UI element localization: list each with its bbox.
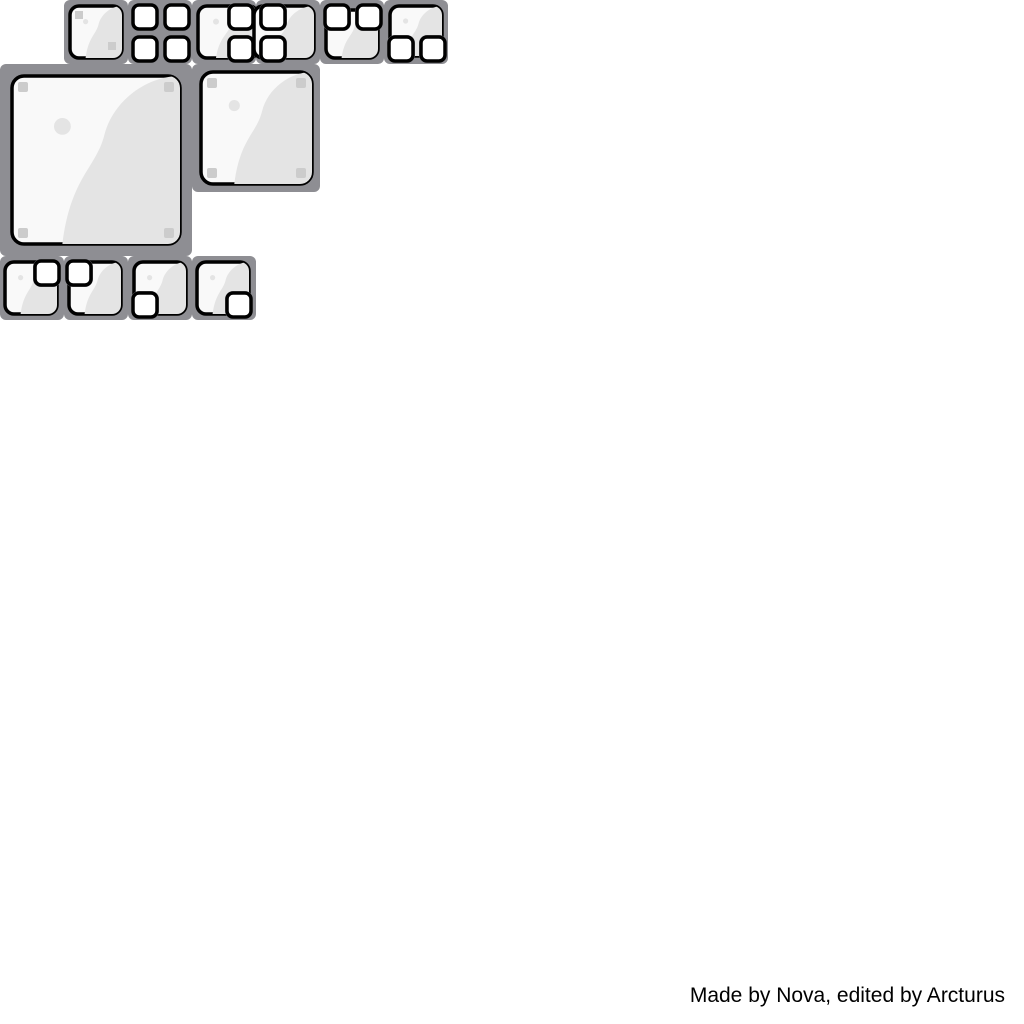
shade-spot bbox=[54, 118, 71, 135]
shade-blob bbox=[84, 262, 121, 314]
small-block bbox=[131, 35, 159, 63]
small-block bbox=[163, 35, 191, 63]
rivet bbox=[207, 168, 217, 178]
small-block bbox=[419, 35, 447, 63]
credit-text: Made by Nova, edited by Arcturus bbox=[689, 984, 1005, 1007]
tile-corner-bottom-left bbox=[128, 256, 192, 320]
tile-top-with-bottom-smalls bbox=[384, 0, 448, 64]
small-block bbox=[131, 291, 159, 319]
tile-medium bbox=[192, 64, 320, 192]
small-block bbox=[131, 3, 159, 31]
rivet bbox=[207, 78, 217, 88]
rivet bbox=[296, 168, 306, 178]
small-block bbox=[387, 35, 415, 63]
rivet bbox=[296, 78, 306, 88]
tile-single bbox=[64, 0, 128, 64]
tile-large bbox=[0, 64, 192, 256]
rivet bbox=[75, 11, 83, 19]
tile-corner-top-right bbox=[0, 256, 64, 320]
small-block bbox=[65, 259, 93, 287]
small-block bbox=[259, 35, 287, 63]
tile-left-with-right-smalls bbox=[192, 0, 260, 64]
tile-four-small bbox=[128, 0, 192, 64]
small-block bbox=[355, 3, 383, 31]
small-block bbox=[163, 3, 191, 31]
shade-spot bbox=[147, 275, 153, 281]
small-block bbox=[323, 3, 351, 31]
tile-bottom-with-top-smalls bbox=[320, 0, 384, 64]
shade-spot bbox=[228, 100, 240, 112]
small-block bbox=[227, 3, 255, 31]
shade-spot bbox=[18, 275, 24, 281]
shade-blob bbox=[62, 76, 180, 244]
small-block bbox=[225, 291, 253, 319]
tile-corner-bottom-right bbox=[192, 256, 256, 320]
rivet bbox=[108, 42, 116, 50]
rivet bbox=[164, 82, 174, 92]
rivet bbox=[164, 228, 174, 238]
shade-spot bbox=[213, 18, 219, 25]
small-block bbox=[227, 35, 255, 63]
shade-spot bbox=[83, 19, 89, 25]
rivet bbox=[18, 228, 28, 238]
shade-spot bbox=[403, 18, 409, 24]
small-block bbox=[259, 3, 287, 31]
small-block bbox=[33, 259, 61, 287]
tile-right-with-left-smalls bbox=[252, 0, 320, 64]
shade-blob bbox=[234, 72, 312, 184]
tile-corner-top-left bbox=[64, 256, 128, 320]
rivet bbox=[18, 82, 28, 92]
shade-spot bbox=[210, 275, 216, 281]
